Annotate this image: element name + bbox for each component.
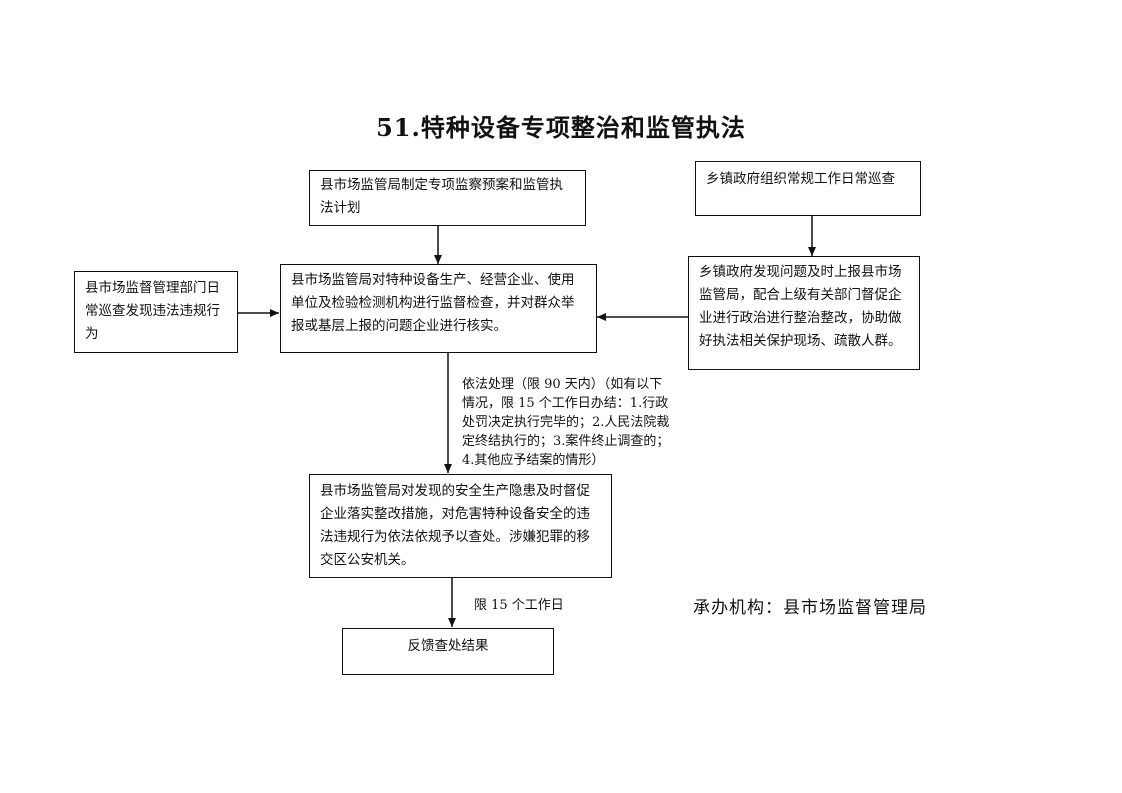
plan-box: 县市场监管局制定专项监察预案和监管执法计划 <box>309 170 586 226</box>
town-report-box: 乡镇政府发现问题及时上报县市场监管局，配合上级有关部门督促企业进行政治进行整治整… <box>688 256 920 370</box>
patrol-finding-box: 县市场监督管理部门日常巡查发现违法违规行为 <box>74 271 238 353</box>
handling-box: 县市场监管局对发现的安全生产隐患及时督促企业落实整改措施，对危害特种设备安全的违… <box>309 474 612 578</box>
legal-processing-label: 依法处理（限 90 天内）（如有以下情况，限 15 个工作日办结：1.行政处罚决… <box>462 377 670 468</box>
limit-15-label: 限 15 个工作日 <box>474 598 564 613</box>
organizer-label: 承办机构：县市场监督管理局 <box>693 598 927 618</box>
page-title: 51.特种设备专项整治和监管执法 <box>376 113 746 142</box>
town-patrol-box: 乡镇政府组织常规工作日常巡查 <box>695 161 921 216</box>
feedback-box: 反馈查处结果 <box>342 628 554 675</box>
inspection-box: 县市场监管局对特种设备生产、经营企业、使用单位及检验检测机构进行监督检查，并对群… <box>280 264 597 353</box>
